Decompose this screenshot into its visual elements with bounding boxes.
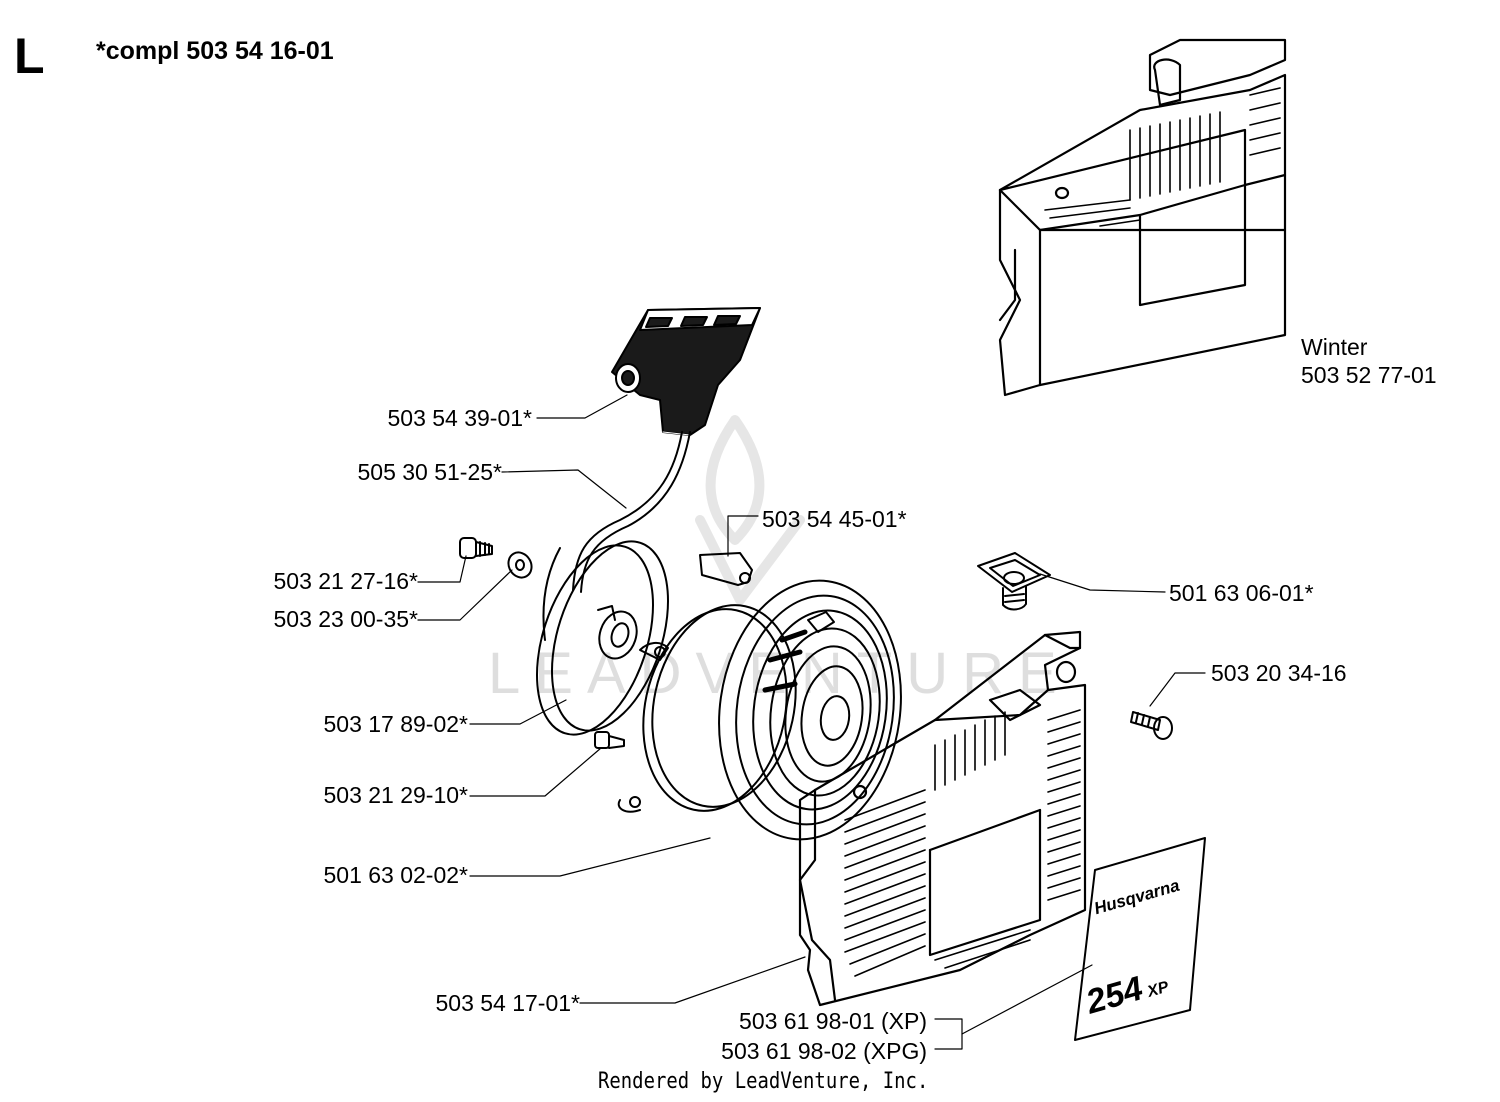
cover-part-label: 503 54 17-01*	[435, 990, 580, 1016]
starter-cover-illustration	[798, 630, 1087, 1007]
handle-part-label: 503 54 39-01*	[387, 405, 532, 431]
plate-screw-illustration	[594, 731, 625, 749]
starter-handle-illustration	[611, 307, 761, 436]
footer-credit: Rendered by LeadVenture, Inc.	[598, 1069, 929, 1094]
pulley-screw-illustration	[459, 537, 493, 559]
pulley-screw-part-label: 503 21 27-16*	[273, 568, 418, 594]
washer-illustration	[507, 551, 533, 579]
decal-xpg-part-label: 503 61 98-02 (XPG)	[721, 1038, 927, 1064]
leader-lines	[417, 394, 1206, 1050]
rope-part-label: 505 30 51-25*	[357, 459, 502, 485]
rope-guide-part-label: 501 63 06-01*	[1169, 580, 1314, 606]
decal-xp-part-label: 503 61 98-01 (XP)	[739, 1008, 927, 1034]
assembly-number: *compl 503 54 16-01	[96, 37, 334, 65]
decal-model-suffix: XP	[1145, 978, 1171, 1001]
winter-title-label: Winter	[1301, 334, 1368, 360]
watermark-flame-icon	[695, 415, 805, 605]
cover-screw-part-label: 503 20 34-16	[1211, 660, 1347, 686]
section-letter: L	[14, 28, 45, 84]
winter-cover-illustration	[998, 38, 1287, 397]
spring-plate-illustration	[617, 552, 797, 813]
winter-part-label: 503 52 77-01	[1301, 362, 1437, 388]
pulley-part-label: 503 17 89-02*	[323, 711, 468, 737]
washer-part-label: 503 23 00-35*	[273, 606, 418, 632]
starter-rope-illustration	[572, 431, 691, 593]
cover-screw-illustration	[1130, 711, 1173, 740]
recoil-spring-illustration	[718, 579, 902, 841]
plate-screw-part-label: 503 21 29-10*	[323, 782, 468, 808]
decal-illustration	[1074, 837, 1206, 1041]
spring-part-label: 501 63 02-02*	[323, 862, 468, 888]
rope-guide-illustration	[977, 552, 1051, 611]
rope-pulley-illustration	[536, 540, 669, 736]
spring-plate-part-label: 503 54 45-01*	[762, 506, 907, 532]
